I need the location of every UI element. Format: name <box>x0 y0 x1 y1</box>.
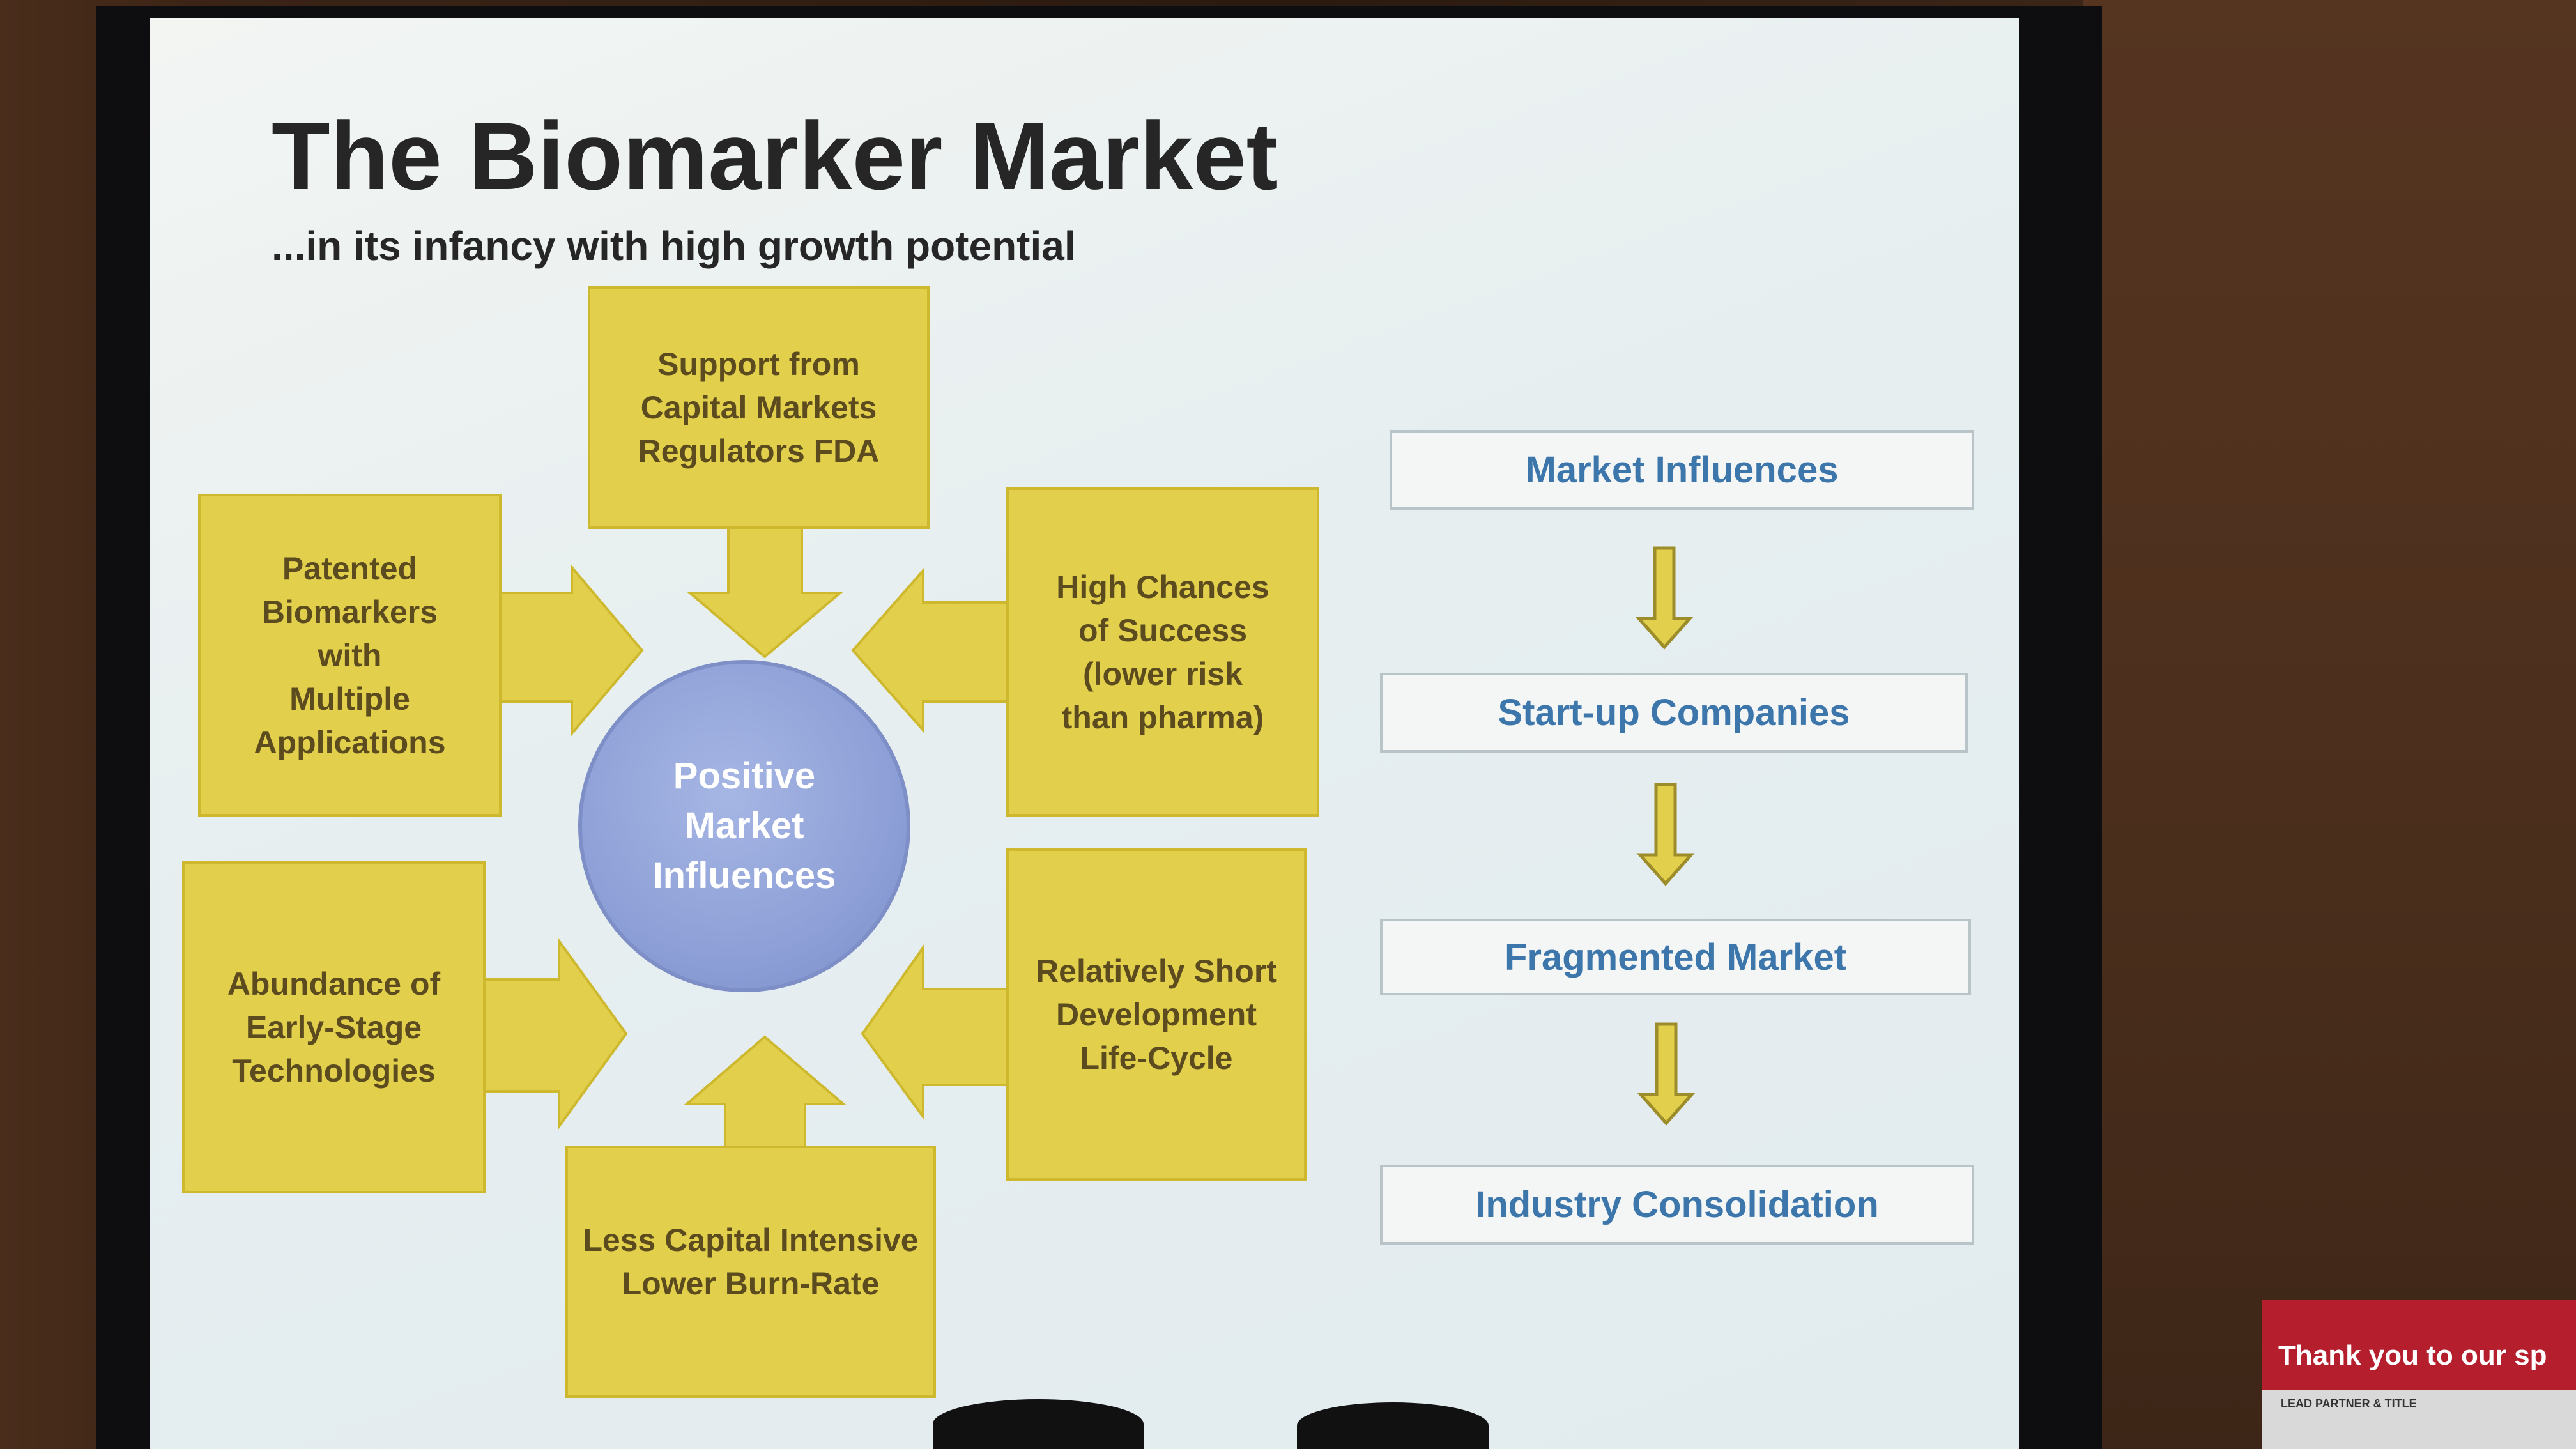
audience-head-left <box>933 1399 1144 1449</box>
arrow-left-lower-right <box>861 943 1014 1121</box>
flow-arrow-3 <box>1637 1022 1696 1126</box>
factor-top-label: Support from Capital Markets Regulators … <box>638 346 880 469</box>
factor-box-bottom: Less Capital Intensive Lower Burn-Rate <box>565 1146 936 1398</box>
arrow-right-lower-left <box>468 937 628 1131</box>
factor-box-upper-right: High Chances of Success (lower risk than… <box>1006 487 1319 816</box>
factor-box-lower-left: Abundance of Early-Stage Technologies <box>182 861 486 1193</box>
flow-arrows <box>1635 546 1696 1126</box>
flow-arrow-2 <box>1636 783 1695 886</box>
positive-market-influences-hub: Positive Market Influences <box>578 660 910 992</box>
hub-label: Positive Market Influences <box>652 755 836 896</box>
factor-bottom-label: Less Capital Intensive Lower Burn-Rate <box>583 1222 919 1301</box>
factor-upper-left-label: Patented Biomarkers with Multiple Applic… <box>254 550 446 760</box>
flow-step-startup-companies: Start-up Companies <box>1380 673 1968 753</box>
factor-lower-left-label: Abundance of Early-Stage Technologies <box>227 966 441 1089</box>
slide-title: The Biomarker Market <box>272 102 1278 210</box>
arrow-down-top <box>686 521 844 659</box>
factor-upper-right-label: High Chances of Success (lower risk than… <box>1056 569 1269 735</box>
sponsor-banner-strip: LEAD PARTNER & TITLE <box>2262 1390 2576 1449</box>
arrow-right-upper-left <box>481 564 644 737</box>
sponsor-banner-text: Thank you to our sp <box>2278 1340 2547 1371</box>
arrow-left-upper-right <box>851 567 1014 734</box>
slide-subtitle: ...in its infancy with high growth poten… <box>272 223 1076 269</box>
factor-box-top: Support from Capital Markets Regulators … <box>588 286 930 529</box>
flow-step-industry-consolidation: Industry Consolidation <box>1380 1165 1974 1245</box>
flow-arrow-1 <box>1635 546 1694 650</box>
sponsor-banner: Thank you to our sp LEAD PARTNER & TITLE <box>2262 1300 2576 1449</box>
audience-head-right <box>1297 1402 1489 1449</box>
factor-box-lower-right: Relatively Short Development Life-Cycle <box>1006 848 1307 1181</box>
projected-slide: The Biomarker Market ...in its infancy w… <box>150 18 2019 1449</box>
sponsor-banner-small-text: LEAD PARTNER & TITLE <box>2281 1397 2417 1410</box>
factor-lower-right-label: Relatively Short Development Life-Cycle <box>1036 953 1277 1076</box>
flow-step-market-influences: Market Influences <box>1390 430 1974 510</box>
flow-step-fragmented-market: Fragmented Market <box>1380 919 1971 995</box>
factor-box-upper-left: Patented Biomarkers with Multiple Applic… <box>198 494 502 816</box>
wall <box>2083 0 2576 1449</box>
